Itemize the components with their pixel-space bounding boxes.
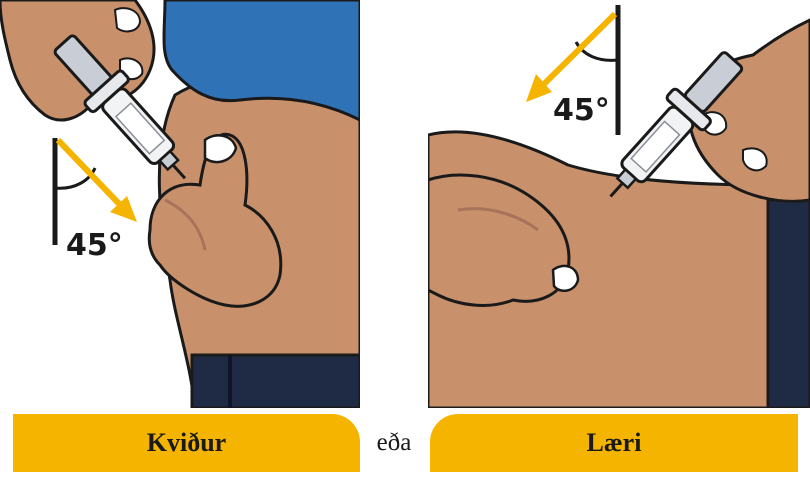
abdomen-label: Kviður	[147, 428, 226, 458]
thigh-illustration: 45°	[428, 0, 810, 408]
left-angle-label: 45°	[66, 228, 123, 263]
abdomen-label-tab: Kviður	[13, 414, 360, 472]
right-angle-label: 45°	[553, 93, 610, 128]
thigh-label: Læri	[587, 428, 642, 458]
conjunction-text: eða	[360, 414, 428, 472]
thigh-label-tab: Læri	[430, 414, 798, 472]
abdomen-illustration: 45°	[0, 0, 360, 408]
